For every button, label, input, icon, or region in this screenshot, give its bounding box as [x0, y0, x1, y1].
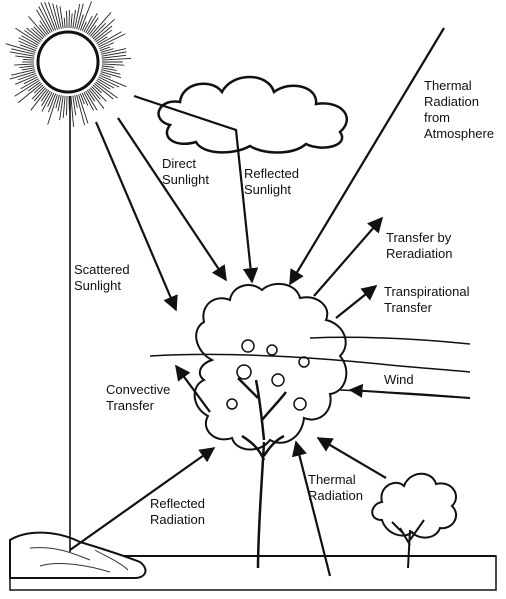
label-transpirational-transfer: Transpirational Transfer — [384, 284, 473, 315]
transpiration-arrow — [336, 286, 376, 318]
label-thermal-radiation: Thermal Radiation — [308, 472, 363, 503]
sun-icon — [6, 1, 131, 126]
wind-arrow — [350, 390, 470, 398]
label-wind: Wind — [384, 372, 414, 387]
label-transfer-by-reradiation: Transfer by Reradiation — [386, 230, 455, 261]
reradiation-arrow — [314, 218, 382, 296]
label-reflected-sunlight: Reflected Sunlight — [244, 166, 303, 197]
label-reflected-radiation: Reflected Radiation — [150, 496, 209, 527]
label-scattered-sunlight: Scattered Sunlight — [74, 262, 133, 293]
label-direct-sunlight: Direct Sunlight — [162, 156, 209, 187]
label-thermal-from-atmosphere: Thermal Radiation from Atmosphere — [424, 78, 494, 141]
tree — [195, 284, 347, 568]
label-convective-transfer: Convective Transfer — [106, 382, 174, 413]
shrub — [372, 474, 456, 568]
